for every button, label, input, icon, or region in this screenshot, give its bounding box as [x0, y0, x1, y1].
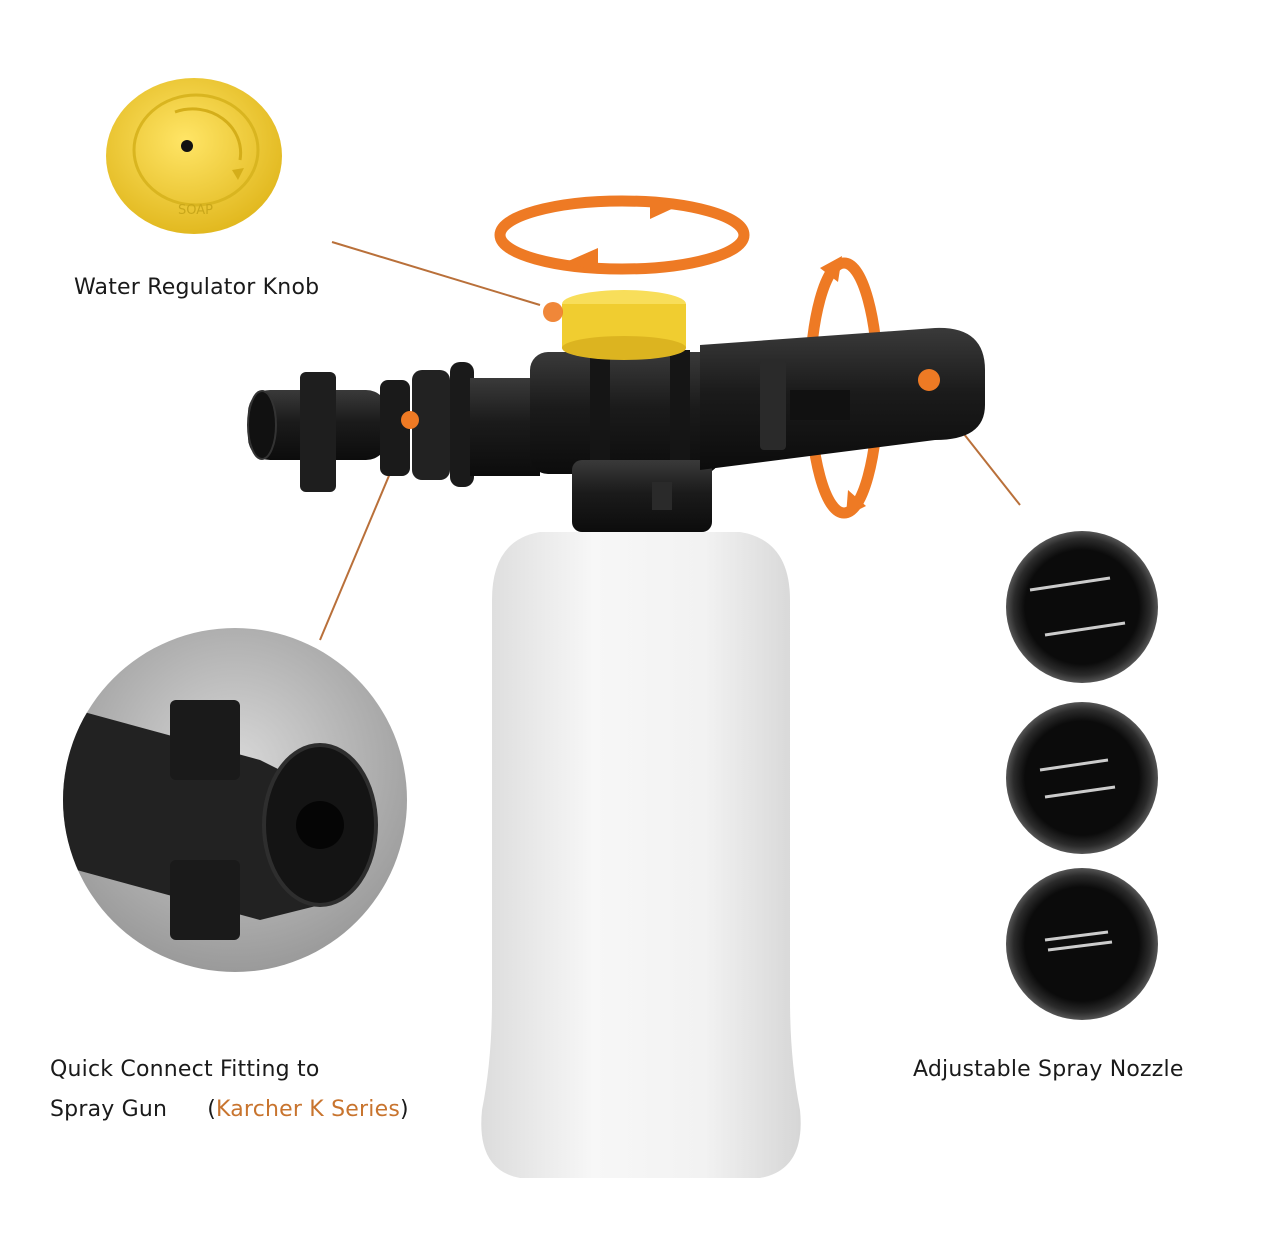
nozzle-label: Adjustable Spray Nozzle: [913, 1057, 1184, 1082]
fitting-label-prefix: Spray Gun: [50, 1097, 168, 1122]
quick-connect-detail-image: [63, 628, 407, 972]
nozzle-view-middle: [1006, 702, 1158, 854]
nozzle-view-bottom: [1006, 868, 1158, 1020]
knob-label: Water Regulator Knob: [74, 275, 320, 300]
rotate-horizontal-arrow-icon: [494, 195, 750, 275]
bottle: [481, 532, 801, 1178]
fitting-open-paren: (: [207, 1097, 217, 1122]
fitting-close-paren: ): [400, 1097, 409, 1122]
foam-cannon-body: [247, 290, 985, 532]
fitting-label-line1: Quick Connect Fitting to: [50, 1057, 320, 1082]
fitting-label-line2: Spray Gun (Karcher K Series): [50, 1090, 409, 1130]
nozzle-view-top: [1006, 531, 1158, 683]
knob-soap-text: SOAP: [178, 203, 213, 218]
fitting-series-label: Karcher K Series: [216, 1097, 400, 1122]
knob-detail-image: SOAP: [106, 78, 282, 234]
